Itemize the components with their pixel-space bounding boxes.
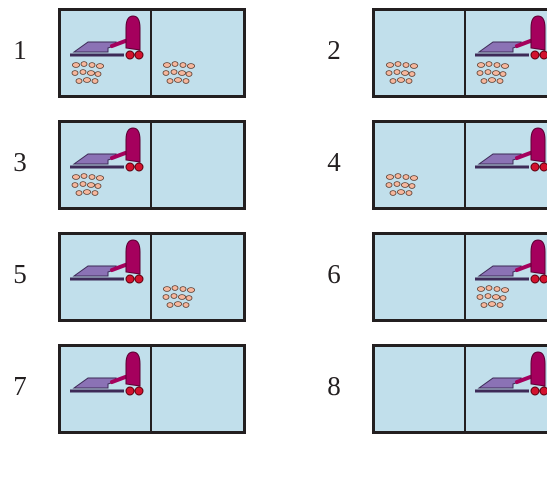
dirt-icon — [385, 61, 421, 87]
vacuum-world — [58, 8, 246, 98]
vacuum-icon — [473, 126, 547, 174]
vacuum-world — [58, 344, 246, 434]
vacuum-icon — [473, 14, 547, 62]
state-number: 8 — [314, 336, 354, 436]
room-a — [375, 123, 464, 207]
state-number: 1 — [0, 0, 40, 100]
dirt-icon — [162, 61, 198, 87]
room-b — [152, 235, 241, 319]
vacuum-icon — [473, 238, 547, 286]
vacuum-icon — [68, 126, 144, 174]
room-a — [375, 11, 464, 95]
dirt-icon — [71, 173, 107, 199]
state-8: 8 — [314, 336, 547, 436]
state-number: 2 — [314, 0, 354, 100]
vacuum-world — [372, 8, 547, 98]
state-7: 7 — [0, 336, 273, 436]
room-a — [375, 347, 464, 431]
state-5: 5 — [0, 224, 273, 324]
dirt-icon — [476, 61, 512, 87]
state-number: 7 — [0, 336, 40, 436]
vacuum-world — [58, 232, 246, 322]
room-a — [375, 235, 464, 319]
room-a — [61, 347, 150, 431]
vacuum-world — [372, 232, 547, 322]
vacuum-icon — [68, 350, 144, 398]
room-b — [152, 347, 241, 431]
state-number: 3 — [0, 112, 40, 212]
room-b — [466, 123, 547, 207]
state-3: 3 — [0, 112, 273, 212]
room-b — [466, 11, 547, 95]
room-b — [152, 11, 241, 95]
dirt-icon — [385, 173, 421, 199]
dirt-icon — [476, 285, 512, 311]
vacuum-world — [372, 120, 547, 210]
state-number: 4 — [314, 112, 354, 212]
room-a — [61, 11, 150, 95]
room-a — [61, 235, 150, 319]
room-b — [152, 123, 241, 207]
state-number: 5 — [0, 224, 40, 324]
vacuum-icon — [68, 238, 144, 286]
vacuum-icon — [473, 350, 547, 398]
state-6: 6 — [314, 224, 547, 324]
vacuum-world — [372, 344, 547, 434]
vacuum-world — [58, 120, 246, 210]
dirt-icon — [71, 61, 107, 87]
state-1: 1 — [0, 0, 273, 100]
room-b — [466, 235, 547, 319]
state-2: 2 — [314, 0, 547, 100]
state-4: 4 — [314, 112, 547, 212]
vacuum-icon — [68, 14, 144, 62]
state-number: 6 — [314, 224, 354, 324]
dirt-icon — [162, 285, 198, 311]
room-b — [466, 347, 547, 431]
room-a — [61, 123, 150, 207]
